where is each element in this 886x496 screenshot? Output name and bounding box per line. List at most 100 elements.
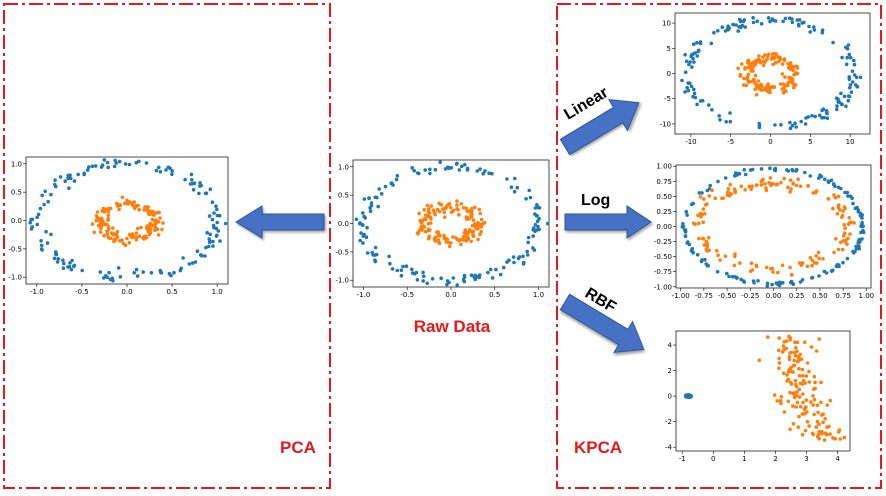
inner-data-point (807, 369, 811, 374)
outer-data-point (708, 183, 712, 188)
y-tick-label: 0.5 (338, 192, 349, 200)
inner-data-point (102, 233, 106, 238)
outer-data-point (748, 168, 753, 172)
inner-data-point (96, 223, 101, 228)
inner-data-point (815, 419, 820, 424)
outer-data-point (183, 177, 187, 182)
x-tick-label: -1 (679, 455, 686, 463)
outer-data-point (490, 276, 495, 280)
inner-data-point (805, 361, 810, 365)
outer-data-point (483, 169, 487, 173)
outer-data-point (845, 55, 849, 60)
inner-data-point (780, 62, 785, 66)
y-tick-label: 0 (668, 393, 672, 401)
inner-data-point (749, 261, 754, 266)
outer-data-point (428, 167, 432, 172)
outer-data-point (858, 211, 863, 216)
outer-data-point (490, 171, 494, 176)
outer-data-point (688, 81, 692, 86)
outer-data-point (731, 22, 735, 27)
inner-data-point (756, 79, 760, 83)
inner-data-point (127, 232, 132, 237)
inner-data-point (841, 209, 845, 213)
outer-data-point (371, 253, 375, 257)
outer-data-point (824, 109, 829, 113)
x-tick-label: 0.00 (766, 292, 782, 300)
inner-data-point (757, 83, 761, 88)
inner-data-point (438, 234, 442, 238)
inner-data-point (800, 367, 805, 372)
inner-data-point (809, 400, 813, 404)
outer-data-point (102, 158, 107, 162)
outer-data-point (690, 65, 694, 69)
y-tick-label: 1.0 (11, 160, 22, 168)
inner-data-point (467, 229, 472, 233)
outer-data-point (685, 85, 689, 90)
inner-data-point (843, 226, 847, 231)
inner-data-point (807, 424, 811, 428)
inner-data-point (445, 204, 449, 208)
x-tick-label: 1.00 (859, 292, 875, 300)
outer-data-point (46, 199, 50, 204)
inner-data-point (146, 229, 150, 234)
inner-data-point (801, 400, 805, 405)
inner-data-point (705, 244, 709, 249)
inner-data-point (426, 227, 431, 231)
outer-data-point (858, 75, 863, 80)
outer-data-point (210, 200, 215, 204)
outer-data-point (164, 168, 168, 172)
outer-data-point (141, 270, 145, 274)
outer-data-point (527, 188, 531, 193)
outer-data-point (704, 262, 708, 266)
inner-data-point (848, 232, 852, 236)
outer-data-point (62, 261, 66, 266)
inner-data-point (743, 67, 747, 71)
inner-data-point (477, 207, 482, 212)
outer-data-point (861, 230, 866, 235)
inner-data-point (125, 236, 129, 241)
outer-data-point (861, 224, 865, 228)
outer-data-point (114, 161, 118, 165)
outer-data-point (107, 270, 111, 275)
outer-data-point (822, 177, 827, 181)
inner-data-point (782, 89, 787, 94)
x-tick-label: -1.0 (357, 291, 371, 299)
outer-data-point (727, 274, 731, 279)
outer-data-point (710, 108, 714, 112)
outer-data-point (850, 80, 855, 84)
outer-data-point (207, 214, 212, 218)
inner-data-point (155, 210, 159, 215)
inner-data-point (723, 254, 728, 258)
inner-data-point (127, 240, 132, 245)
inner-data-point (726, 187, 731, 191)
inner-data-point (465, 216, 470, 220)
inner-data-point (779, 395, 784, 399)
x-tick-label: -0.5 (75, 288, 89, 296)
outer-data-point (839, 91, 843, 96)
inner-data-point (757, 54, 761, 58)
inner-data-point (697, 221, 701, 225)
inner-data-point (763, 59, 768, 63)
y-tick-label: 10 (662, 20, 671, 28)
outer-data-point (696, 49, 700, 54)
inner-data-point (442, 233, 446, 238)
outer-data-point (61, 266, 66, 271)
inner-data-point (788, 265, 792, 270)
inner-data-point (799, 263, 804, 268)
outer-data-point (404, 264, 409, 269)
inner-data-point (785, 83, 790, 88)
x-tick-label: 3 (804, 455, 808, 463)
outer-data-point (469, 273, 474, 278)
inner-data-point (777, 356, 781, 361)
outer-data-point (845, 256, 850, 261)
outer-data-point (695, 40, 699, 45)
outer-data-point (829, 178, 834, 183)
outer-data-point (395, 173, 400, 178)
inner-data-point (795, 64, 799, 69)
inner-data-point (701, 220, 705, 224)
outer-data-point (112, 164, 117, 169)
inner-data-point (749, 187, 753, 191)
outer-data-point (717, 114, 721, 118)
outer-data-point (38, 206, 43, 211)
